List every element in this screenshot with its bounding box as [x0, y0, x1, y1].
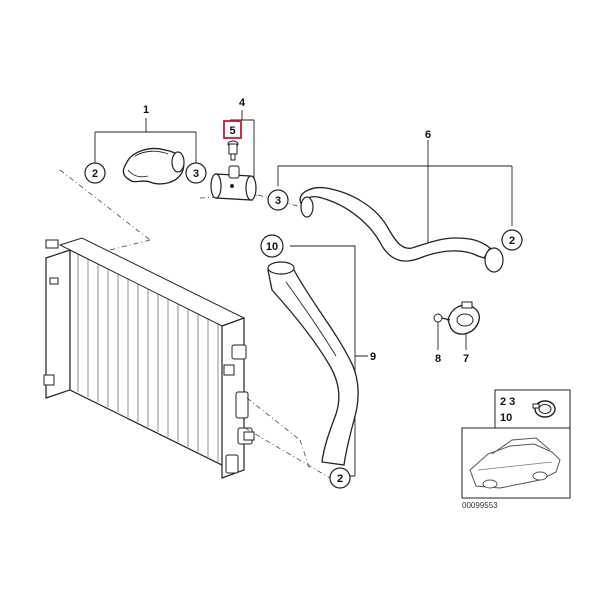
inset-panel: 2 3 10	[461, 389, 571, 499]
svg-text:5: 5	[229, 125, 235, 137]
svg-text:1: 1	[143, 104, 149, 116]
radiator-fins	[77, 254, 219, 462]
svg-text:2 3: 2 3	[500, 396, 515, 408]
hose-part-6	[299, 186, 504, 273]
hose-clamp-icon	[532, 400, 556, 418]
callout-10: 10	[260, 234, 284, 258]
clamp-part-7	[447, 301, 480, 335]
svg-text:2: 2	[337, 473, 343, 485]
callout-1: 1	[143, 104, 149, 116]
callout-2c: 2	[329, 467, 351, 489]
callout-6: 6	[425, 129, 431, 141]
callout-2b: 2	[501, 229, 523, 251]
svg-text:3: 3	[193, 168, 199, 180]
svg-text:10: 10	[500, 412, 512, 424]
callout-3b: 3	[267, 189, 289, 211]
hose-part-9	[267, 261, 359, 466]
t-connector-part-4	[210, 165, 257, 201]
svg-text:8: 8	[435, 353, 441, 365]
image-code: 00099553	[462, 501, 498, 510]
callout-8: 8	[435, 353, 441, 365]
callout-7: 7	[463, 353, 469, 365]
callout-4: 4	[239, 97, 246, 109]
svg-text:6: 6	[425, 129, 431, 141]
callout-9: 9	[370, 351, 376, 363]
radiator	[43, 237, 255, 479]
callout-5-highlighted: 5	[223, 120, 242, 139]
svg-text:4: 4	[239, 97, 246, 109]
callout-3a: 3	[185, 162, 207, 184]
car-icon	[469, 437, 561, 489]
svg-text:2: 2	[92, 168, 98, 180]
svg-text:7: 7	[463, 353, 469, 365]
svg-text:9: 9	[370, 351, 376, 363]
svg-text:10: 10	[266, 241, 278, 253]
svg-text:3: 3	[275, 195, 281, 207]
hose-part-1	[122, 147, 185, 185]
bleed-screw-part-5	[227, 140, 239, 161]
callout-lines	[94, 110, 513, 477]
screw-part-8	[433, 313, 451, 323]
svg-text:2: 2	[509, 235, 515, 247]
callout-2a: 2	[84, 162, 106, 184]
